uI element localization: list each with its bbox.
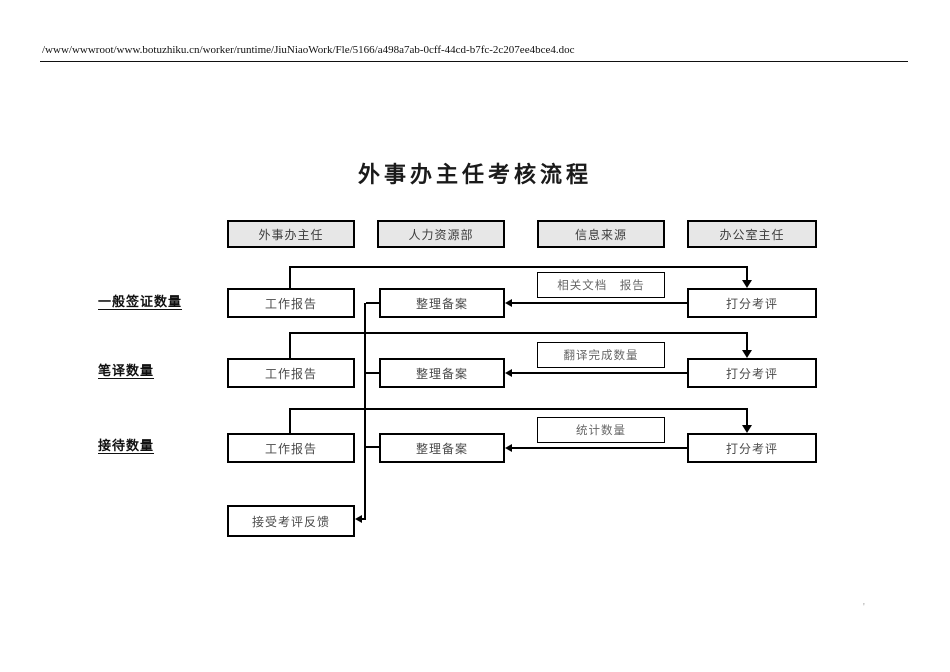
row3-score-box: 打分考评 [687,433,817,463]
feedback-horizontal-connector [361,518,366,520]
trunk-stub-row2 [366,372,379,374]
feedback-arrowhead [355,515,362,523]
row2-work-report-box: 工作报告 [227,358,355,388]
row1-down-arrowhead [742,280,752,288]
row2-archive-box: 整理备案 [379,358,505,388]
row1-left-arrowhead [505,299,512,307]
lane-hr-department: 人力资源部 [377,220,505,248]
row3-up-connector [289,408,291,433]
trunk-stub-row1 [366,302,379,304]
row1-mid-connector [511,302,687,304]
row1-archive-box: 整理备案 [379,288,505,318]
row1-label: 一般签证数量 [98,294,183,309]
row3-top-route [289,408,748,410]
row1-info-box: 相关文档 报告 [537,272,665,298]
row2-top-route [289,332,748,334]
row3-down-connector [746,408,748,425]
header-rule [40,61,908,62]
row3-left-arrowhead [505,444,512,452]
row1-up-connector [289,266,291,288]
lane-foreign-affairs-director: 外事办主任 [227,220,355,248]
row3-mid-connector [511,447,687,449]
row1-work-report-box: 工作报告 [227,288,355,318]
row2-down-arrowhead [742,350,752,358]
feedback-box: 接受考评反馈 [227,505,355,537]
row3-label: 接待数量 [98,438,155,453]
row2-score-box: 打分考评 [687,358,817,388]
row1-score-box: 打分考评 [687,288,817,318]
feedback-trunk-line [364,303,366,520]
row3-archive-box: 整理备案 [379,433,505,463]
row1-top-route [289,266,748,268]
row2-up-connector [289,332,291,358]
diagram-title: 外事办主任考核流程 [357,162,592,187]
row3-info-box: 统计数量 [537,417,665,443]
page-artifact: ' [863,602,865,613]
lane-info-source: 信息来源 [537,220,665,248]
row2-label: 笔译数量 [98,363,155,378]
lane-office-director: 办公室主任 [687,220,817,248]
trunk-stub-row3 [366,446,379,448]
row3-work-report-box: 工作报告 [227,433,355,463]
row2-info-box: 翻译完成数量 [537,342,665,368]
row2-mid-connector [511,372,687,374]
row1-down-connector [746,266,748,280]
row2-left-arrowhead [505,369,512,377]
row2-down-connector [746,332,748,350]
file-path: /www/wwwroot/www.botuzhiku.cn/worker/run… [42,44,575,56]
row3-down-arrowhead [742,425,752,433]
